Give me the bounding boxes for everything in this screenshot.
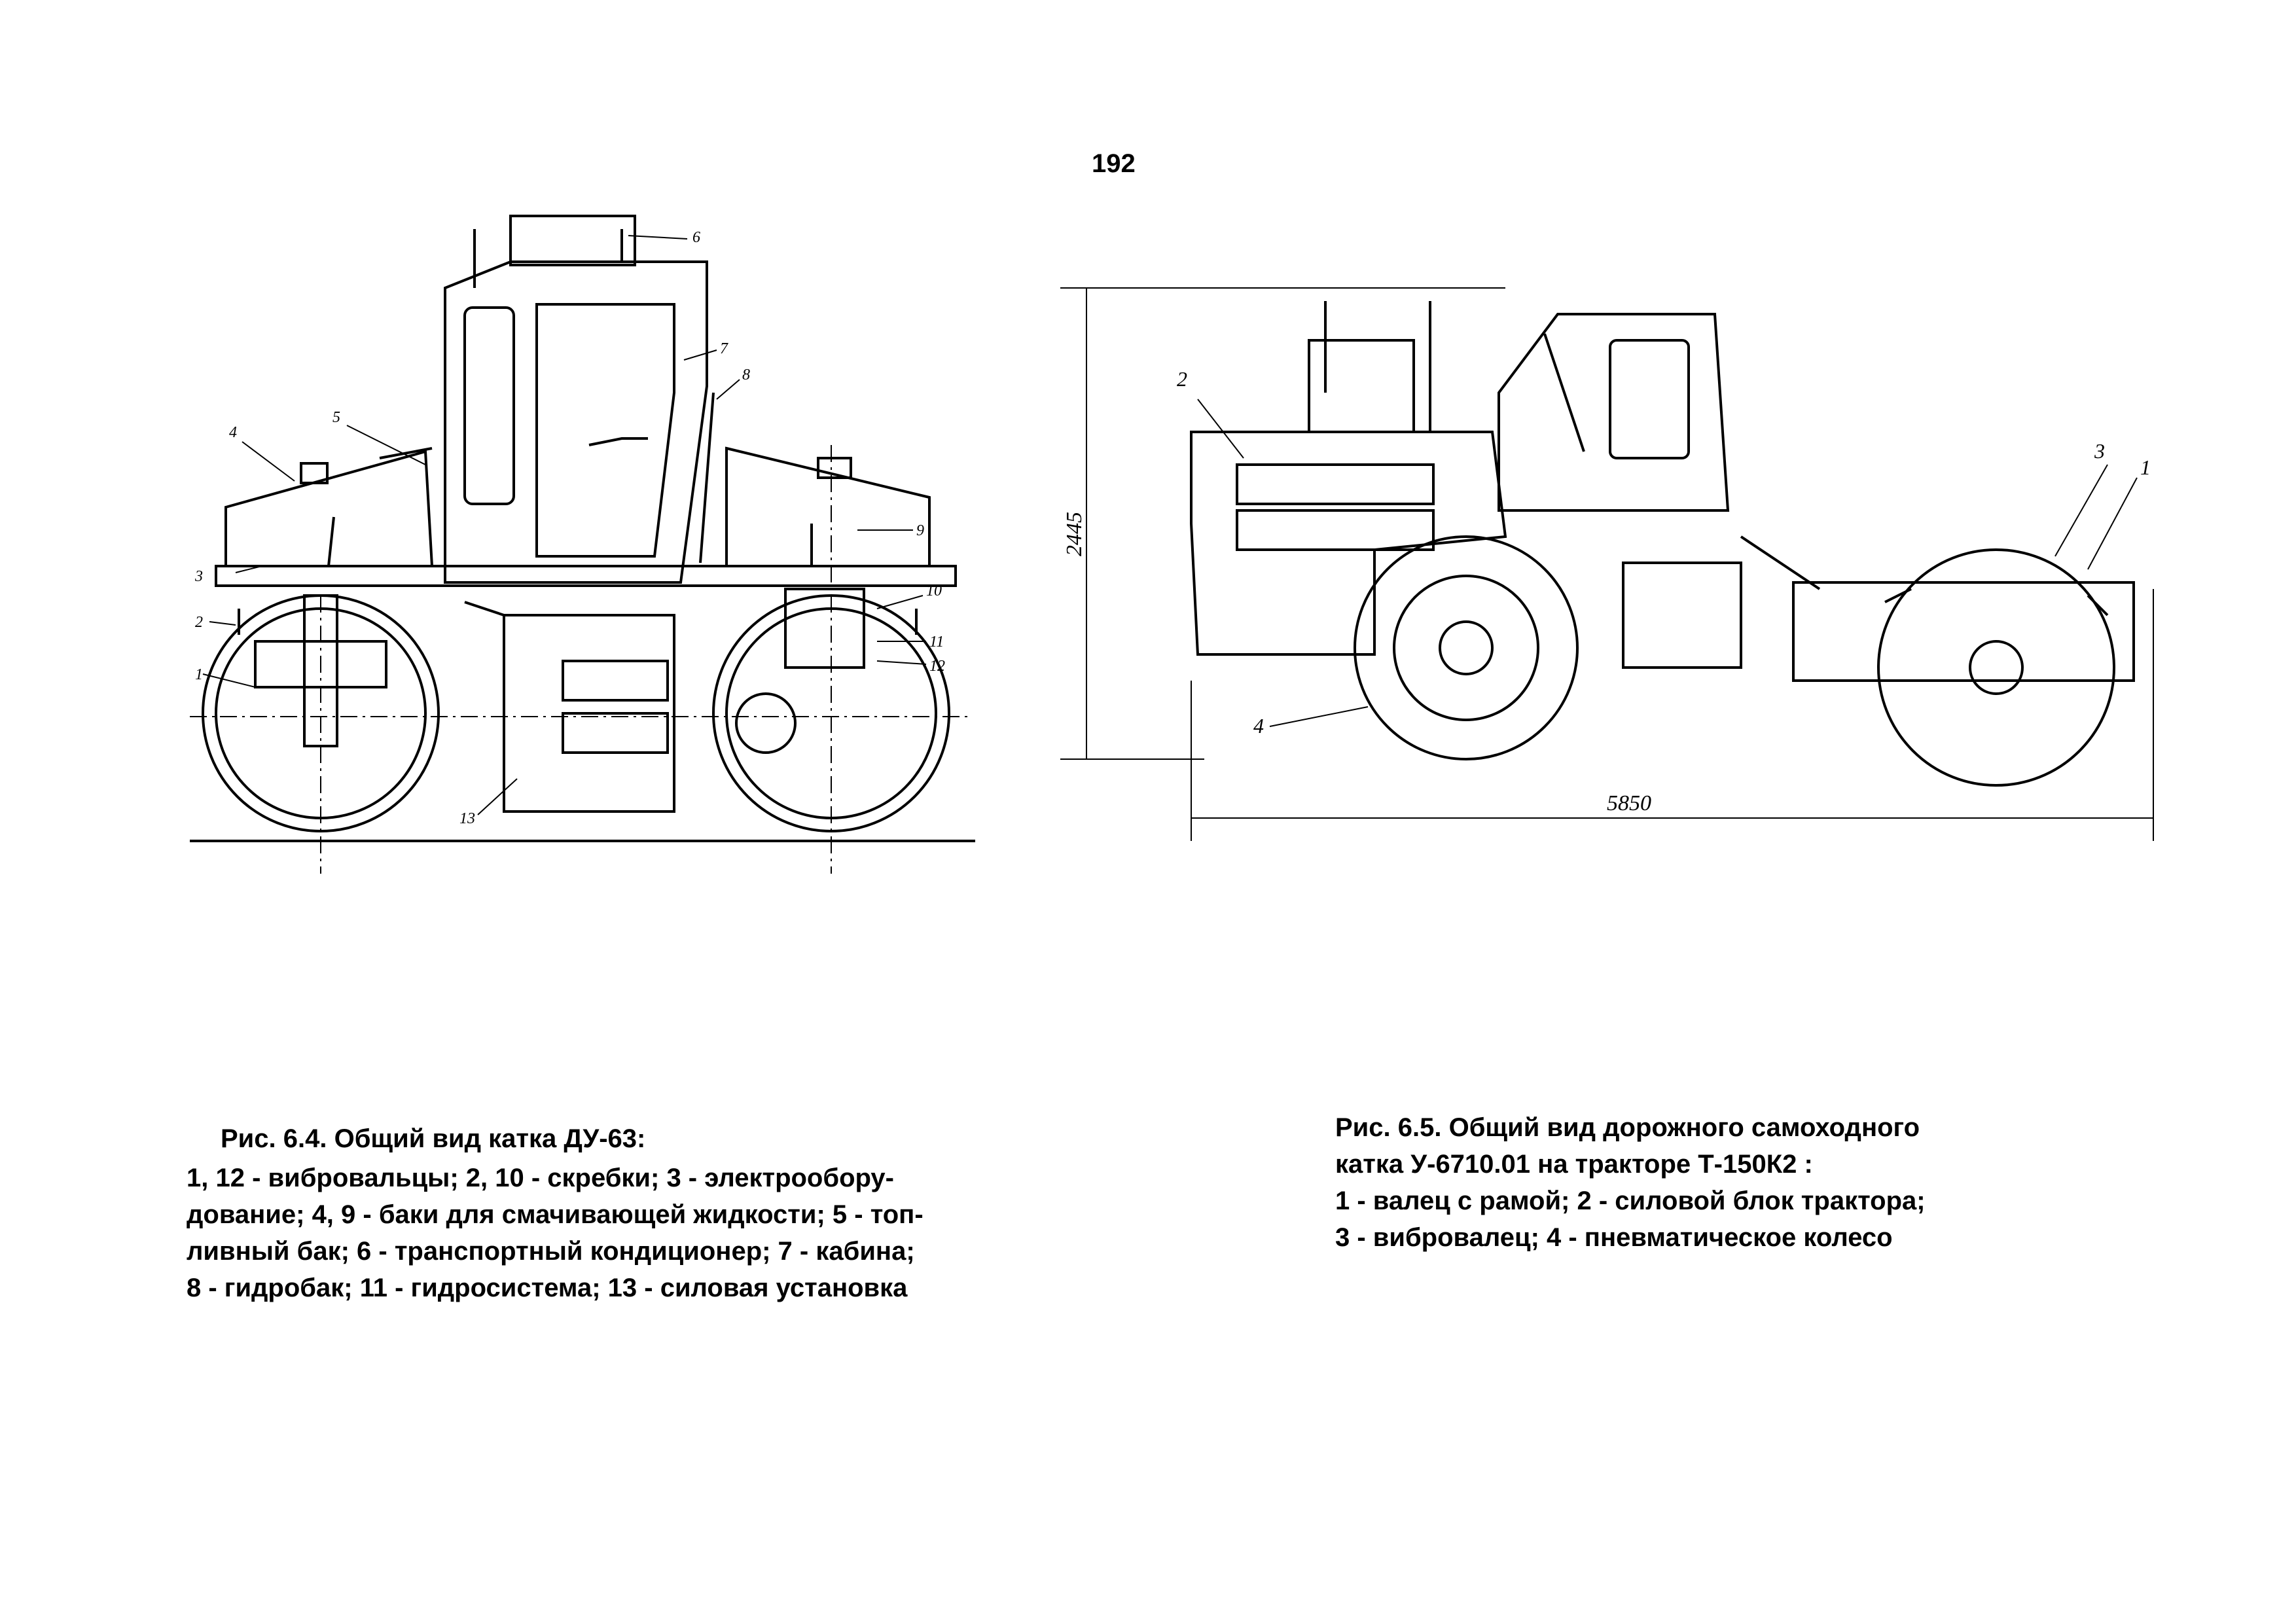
frame-arrow-right [2087,594,2109,616]
power-unit-mount-left [464,601,505,616]
leader-12 [876,660,927,665]
leader-2 [209,621,236,626]
leader-2 [1197,399,1244,459]
leader-4 [242,441,295,482]
figure-6-4-caption: Рис. 6.4. Общий вид катка ДУ-63: 1, 12 -… [187,1120,1103,1306]
callout-9: 9 [916,522,924,539]
figure-6-4-caption-line: ливный бак; 6 - транспортный кондиционер… [187,1237,915,1266]
hydraulic-hose [1740,535,1821,590]
figure-6-5-caption: Рис. 6.5. Общий вид дорожного самоходног… [1335,1109,2186,1256]
leader-6 [628,235,688,240]
leader-1 [202,673,256,688]
cab-door-window [1609,339,1690,459]
callout-4: 4 [229,424,237,441]
callout-10: 10 [926,582,942,599]
leader-13 [477,778,518,815]
height-dimension-value: 2445 [1062,512,1086,556]
frame-arrow-left [1884,588,1912,603]
u6710-line-drawing: 2445 5850 2 3 1 [1060,287,2154,841]
figure-6-5-caption-line: 3 - вибровалец; 4 - пневматическое колес… [1335,1223,1893,1252]
callout-5: 5 [332,409,340,426]
du63-line-drawing: 1 2 3 4 5 6 7 8 9 10 11 12 13 [190,215,975,874]
hood-grille-upper [1236,463,1435,505]
callout-2: 2 [195,614,203,631]
figure-6-5-caption-title-line: Рис. 6.5. Общий вид дорожного самоходног… [1335,1113,1920,1142]
pneumatic-wheel-outer [1354,535,1579,760]
length-dimension-value: 5850 [1607,791,1651,815]
rear-drum-inner [725,607,937,819]
page-number: 192 [1092,149,1136,178]
vibratory-drum-outer [1877,548,2115,787]
cab-side-window [535,303,675,558]
rear-tank [725,446,931,567]
callout-12: 12 [929,658,945,675]
figure-6-4-caption-line: дование; 4, 9 - баки для смачивающей жид… [187,1200,924,1229]
pneumatic-wheel-rim [1393,575,1539,721]
leader-10 [876,595,924,609]
callout-8: 8 [742,366,750,383]
fuel-tank-lid [379,447,433,459]
callout-4: 4 [1253,714,1264,738]
tractor-cab [1498,313,1730,512]
articulation-hitch [1622,562,1742,669]
front-tank [224,450,434,567]
pneumatic-wheel-hub [1439,620,1494,675]
front-drum-axle [303,594,338,747]
power-unit-panel-lower [562,712,669,754]
hydraulic-tank-line [699,392,715,563]
figure-6-4-caption-line: 1, 12 - вибровальцы; 2, 10 - скребки; 3 … [187,1164,894,1192]
air-conditioner-unit [509,215,636,266]
callout-1: 1 [2140,455,2151,479]
callout-3: 3 [2094,439,2105,463]
rear-drum-outer [712,594,950,832]
leader-3 [2054,464,2108,557]
power-unit-panel-upper [562,660,669,702]
cab-body [444,260,708,584]
leader-8 [716,379,740,400]
front-tank-handle [327,516,335,567]
hood-grille-lower [1236,509,1435,551]
front-drum-frame [254,640,387,688]
figure-6-4-caption-line: 8 - гидробак; 11 - гидросистема; 13 - си… [187,1274,908,1302]
front-tank-filler [300,462,329,484]
rear-drum-motor [735,692,797,754]
callout-11: 11 [929,633,944,651]
figure-6-5-caption-title-line: катка У-6710.01 на тракторе Т-150К2 : [1335,1150,1813,1179]
cab-front-pillar [1543,333,1585,452]
power-unit [503,614,675,813]
rear-drum-hydraulics [784,588,865,669]
main-frame [215,565,957,587]
leader-1 [2087,477,2138,570]
leader-5 [346,425,426,465]
steering-wheel [588,437,648,446]
figure-6-4-caption-title: Рис. 6.4. Общий вид катка ДУ-63: [221,1124,646,1153]
exhaust-and-air-intake [1308,339,1415,433]
figure-du63-drawing: 1 2 3 4 5 6 7 8 9 10 11 12 13 [164,190,1093,897]
callout-13: 13 [459,810,475,827]
leader-4 [1269,706,1369,727]
figure-u6710-drawing: 2445 5850 2 3 1 [1034,262,2166,851]
front-drum-inner [215,607,427,819]
leader-3 [235,565,262,573]
callout-2: 2 [1177,367,1187,391]
drum-frame [1792,581,2135,682]
callout-6: 6 [692,229,700,246]
cab-door-window [463,306,515,505]
tractor-engine-hood [1190,431,1507,656]
rear-tank-filler [817,457,852,479]
leader-7 [683,349,717,361]
figure-6-5-caption-line: 1 - валец с рамой; 2 - силовой блок трак… [1335,1186,1926,1215]
vibratory-drum-hub [1969,640,2024,695]
callout-1: 1 [195,666,203,683]
callout-7: 7 [720,340,728,357]
callout-3: 3 [194,568,203,585]
